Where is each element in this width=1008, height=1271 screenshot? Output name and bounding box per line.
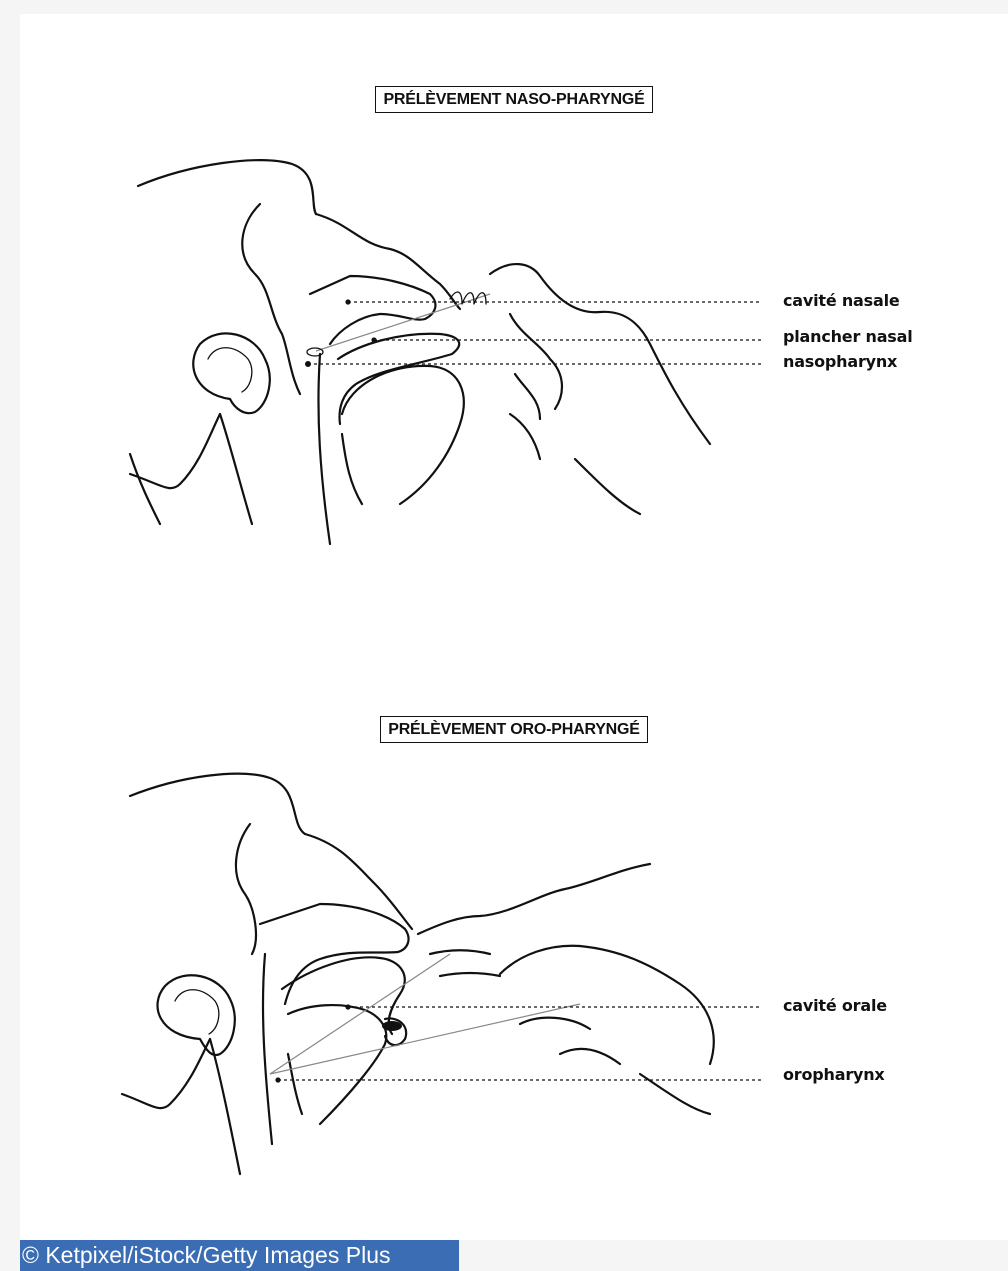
marker-oropharynx — [275, 1077, 280, 1082]
oro-neck-front — [210, 1039, 240, 1174]
naso-tongue — [342, 366, 464, 504]
label-cavite-orale: cavité orale — [783, 996, 887, 1015]
oro-skull-outline — [130, 774, 305, 834]
label-plancher-nasal: plancher nasal — [783, 327, 913, 346]
naso-ear-inner — [208, 348, 252, 392]
naso-skull-outline — [138, 160, 316, 214]
oro-pharyngeal-panel: PRÉLÈVEMENT ORO-PHARYNGÉ — [20, 654, 1008, 1240]
image-credit: © Ketpixel/iStock/Getty Images Plus — [20, 1240, 459, 1271]
label-nasopharynx: nasopharynx — [783, 352, 897, 371]
label-cavite-nasale: cavité nasale — [783, 291, 900, 310]
oro-hand-upper-fingers — [430, 950, 500, 976]
oro-brain-outline — [305, 834, 412, 929]
oro-neck-back — [122, 1039, 210, 1108]
naso-hand — [490, 264, 710, 444]
naso-brain-outline — [316, 214, 460, 309]
naso-neck-back — [130, 414, 220, 488]
label-oropharynx: oropharynx — [783, 1065, 885, 1084]
marker-cavite-nasale — [345, 299, 350, 304]
marker-cavite-orale — [345, 1004, 350, 1009]
oro-throat — [263, 954, 272, 1144]
naso-throat — [318, 354, 330, 544]
oro-head-illustration — [20, 654, 1008, 1240]
naso-wrist — [575, 459, 640, 514]
naso-head-illustration — [20, 14, 1008, 624]
oro-ear-inner — [175, 990, 219, 1034]
oro-swab-head — [382, 1021, 402, 1031]
oro-swab-2 — [270, 1004, 580, 1074]
oro-ear — [158, 975, 235, 1055]
naso-fingers — [510, 314, 562, 459]
oro-throat-back — [288, 1054, 302, 1114]
marker-nasopharynx — [305, 361, 311, 367]
oro-hand-upper — [418, 864, 650, 934]
naso-pharyngeal-panel: PRÉLÈVEMENT NASO-PHARYNGÉ — [20, 14, 1008, 624]
naso-swab-tip — [307, 348, 323, 356]
oro-swab-1 — [270, 954, 450, 1074]
naso-neck-side — [130, 454, 160, 524]
naso-throat-back — [342, 434, 362, 504]
naso-palate — [338, 334, 459, 424]
oro-hand-lower-fingers — [520, 1018, 620, 1064]
marker-plancher-nasal — [371, 337, 376, 342]
illustration-canvas: PRÉLÈVEMENT NASO-PHARYNGÉ — [20, 14, 1008, 1240]
naso-neck-front — [220, 414, 252, 524]
oro-jaw — [288, 1005, 386, 1124]
oro-hand-lower — [500, 946, 714, 1064]
oro-face-profile — [236, 824, 256, 954]
naso-ear — [193, 333, 269, 413]
